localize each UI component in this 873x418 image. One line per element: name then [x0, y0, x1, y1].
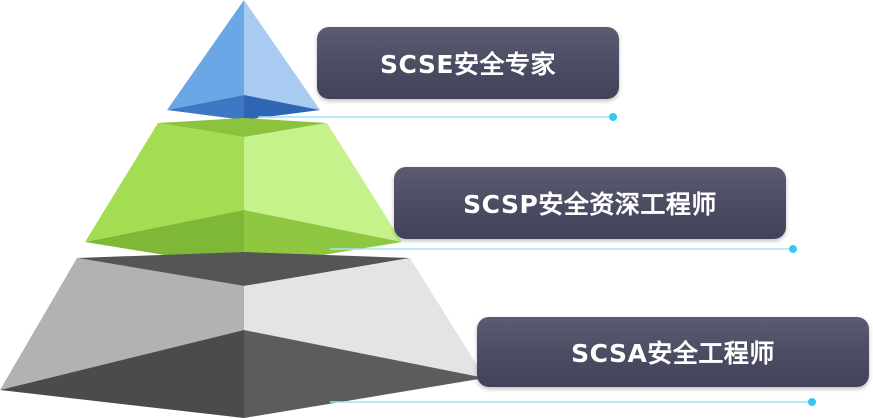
tier-bottom-right-face: [244, 258, 485, 378]
connector-middle-dot: [789, 245, 797, 253]
tier-middle-left-face: [85, 123, 244, 242]
level-label-scsa: SCSA安全工程师: [477, 317, 869, 387]
connector-bottom: [330, 398, 816, 406]
tier-bottom-top-face: [77, 252, 410, 286]
level-label-scse: SCSE安全专家: [317, 27, 619, 99]
tier-bottom-left-face: [0, 258, 244, 390]
tier-top-front-right: [244, 95, 320, 120]
tier-top-right-face: [244, 0, 320, 110]
connector-middle: [330, 245, 797, 253]
level-label-scsp: SCSP安全资深工程师: [394, 167, 786, 239]
level-label-scsa-text: SCSA安全工程师: [571, 339, 775, 368]
connector-top-dot: [609, 113, 617, 121]
connector-bottom-dot: [808, 398, 816, 406]
pyramid-tier-top: [167, 0, 320, 120]
pyramid-tier-middle: [85, 118, 402, 268]
tier-top-front-left: [167, 95, 244, 120]
level-label-scsp-text: SCSP安全资深工程师: [463, 190, 717, 219]
connector-top: [258, 113, 617, 121]
tier-middle-top-face: [158, 118, 327, 137]
tier-top-left-face: [167, 0, 244, 110]
tier-middle-right-face: [244, 123, 402, 242]
tier-bottom-front-right: [244, 330, 485, 418]
tier-bottom-front-left: [0, 330, 244, 418]
pyramid-tier-bottom: [0, 252, 485, 418]
level-label-scse-text: SCSE安全专家: [380, 50, 556, 79]
